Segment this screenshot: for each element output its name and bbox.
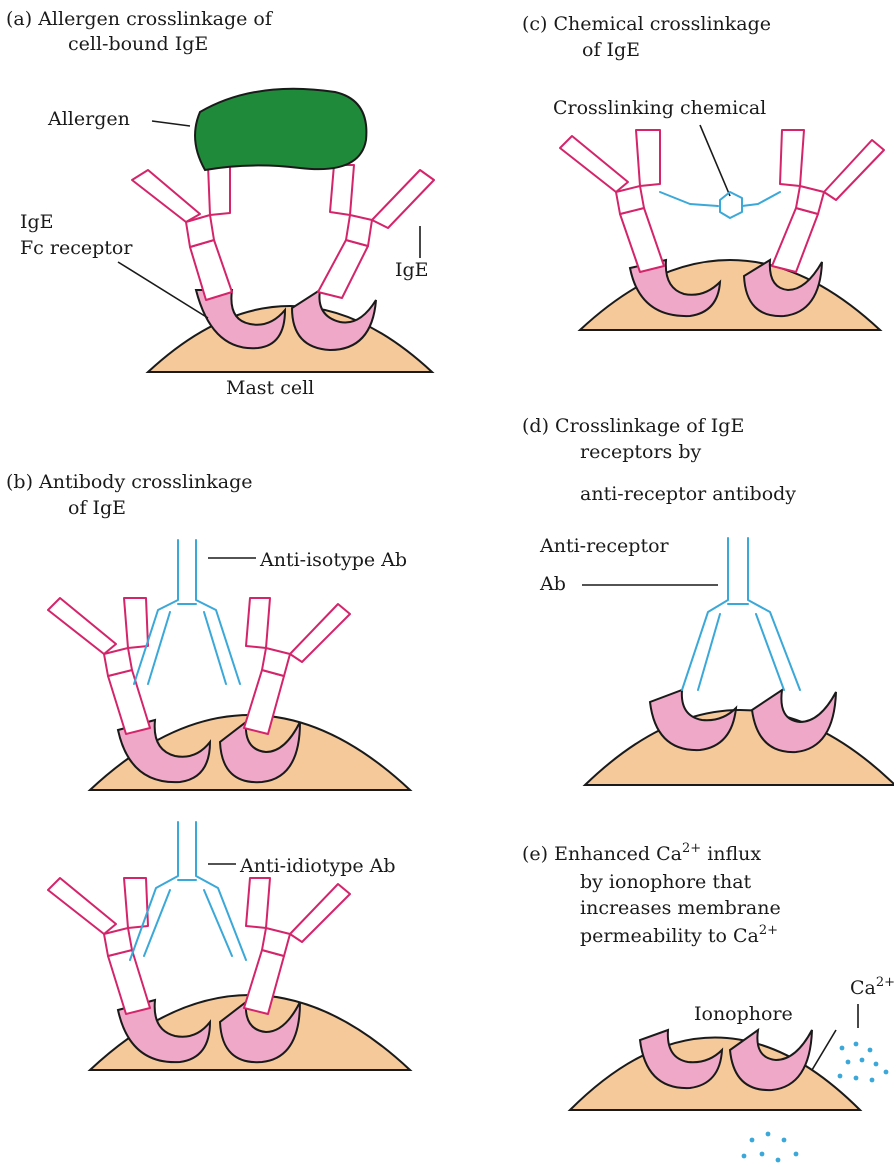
anti-receptor-antibody: [682, 538, 800, 690]
panel-c-title-line1: (c) Chemical crosslinkage: [522, 13, 771, 35]
anti-idiotype-label: Anti-idiotype Ab: [239, 855, 396, 877]
receptor-leader: [118, 262, 208, 318]
panel-b: (b) Antibody crosslinkage of IgE Anti-is…: [6, 471, 410, 1070]
ige-c-left: [560, 130, 664, 272]
ca-ion-label: Ca2+: [850, 975, 894, 999]
panel-a-title-line2: cell-bound IgE: [68, 33, 208, 55]
allergen-shape: [195, 89, 366, 170]
panel-e-title-line2: by ionophore that: [580, 871, 752, 893]
ionophore-label: Ionophore: [694, 1003, 793, 1025]
ige-label: IgE: [395, 259, 429, 281]
panel-e: (e) Enhanced Ca2+ influx by ionophore th…: [522, 841, 894, 1162]
receptor-label-line2: Fc receptor: [20, 237, 133, 259]
ige-b2-right: [244, 878, 350, 1014]
panel-a: (a) Allergen crosslinkage of cell-bound …: [6, 8, 434, 399]
allergen-label: Allergen: [47, 108, 130, 130]
panel-e-title-line3: increases membrane: [580, 897, 781, 919]
panel-e-title-line1: (e) Enhanced Ca2+ influx: [522, 841, 761, 865]
panel-d: (d) Crosslinkage of IgE receptors by ant…: [522, 415, 894, 785]
crosslinking-chemical: [660, 192, 780, 218]
allergen-leader: [152, 121, 190, 126]
chemical-leader: [700, 125, 730, 196]
panel-a-title-line1: (a) Allergen crosslinkage of: [6, 8, 274, 30]
panel-d-title-line1: (d) Crosslinkage of IgE: [522, 415, 744, 437]
panel-c-title-line2: of IgE: [582, 39, 640, 61]
receptor-label-line1: IgE: [20, 211, 54, 233]
panel-e-title-line4: permeability to Ca2+: [580, 923, 778, 947]
anti-receptor-label-line1: Anti-receptor: [539, 535, 670, 557]
panel-d-title-line3: anti-receptor antibody: [580, 483, 796, 505]
anti-isotype-antibody: [134, 540, 240, 684]
ige-b1-left: [48, 598, 150, 734]
panel-b-title-line2: of IgE: [68, 497, 126, 519]
mast-cell: [148, 306, 432, 372]
mast-cell-c: [580, 260, 880, 330]
anti-isotype-label: Anti-isotype Ab: [259, 549, 407, 571]
panel-d-title-line2: receptors by: [580, 441, 701, 463]
ige-c-right: [772, 130, 884, 272]
mast-cell-label: Mast cell: [226, 377, 314, 399]
panel-b-title-line1: (b) Antibody crosslinkage: [6, 471, 253, 493]
crosslinking-chemical-label: Crosslinking chemical: [553, 97, 766, 119]
ige-b1-mid: [244, 598, 350, 734]
anti-receptor-label-line2: Ab: [539, 573, 566, 595]
panel-c: (c) Chemical crosslinkage of IgE Crossli…: [522, 13, 884, 330]
mast-cell-d: [585, 710, 894, 785]
